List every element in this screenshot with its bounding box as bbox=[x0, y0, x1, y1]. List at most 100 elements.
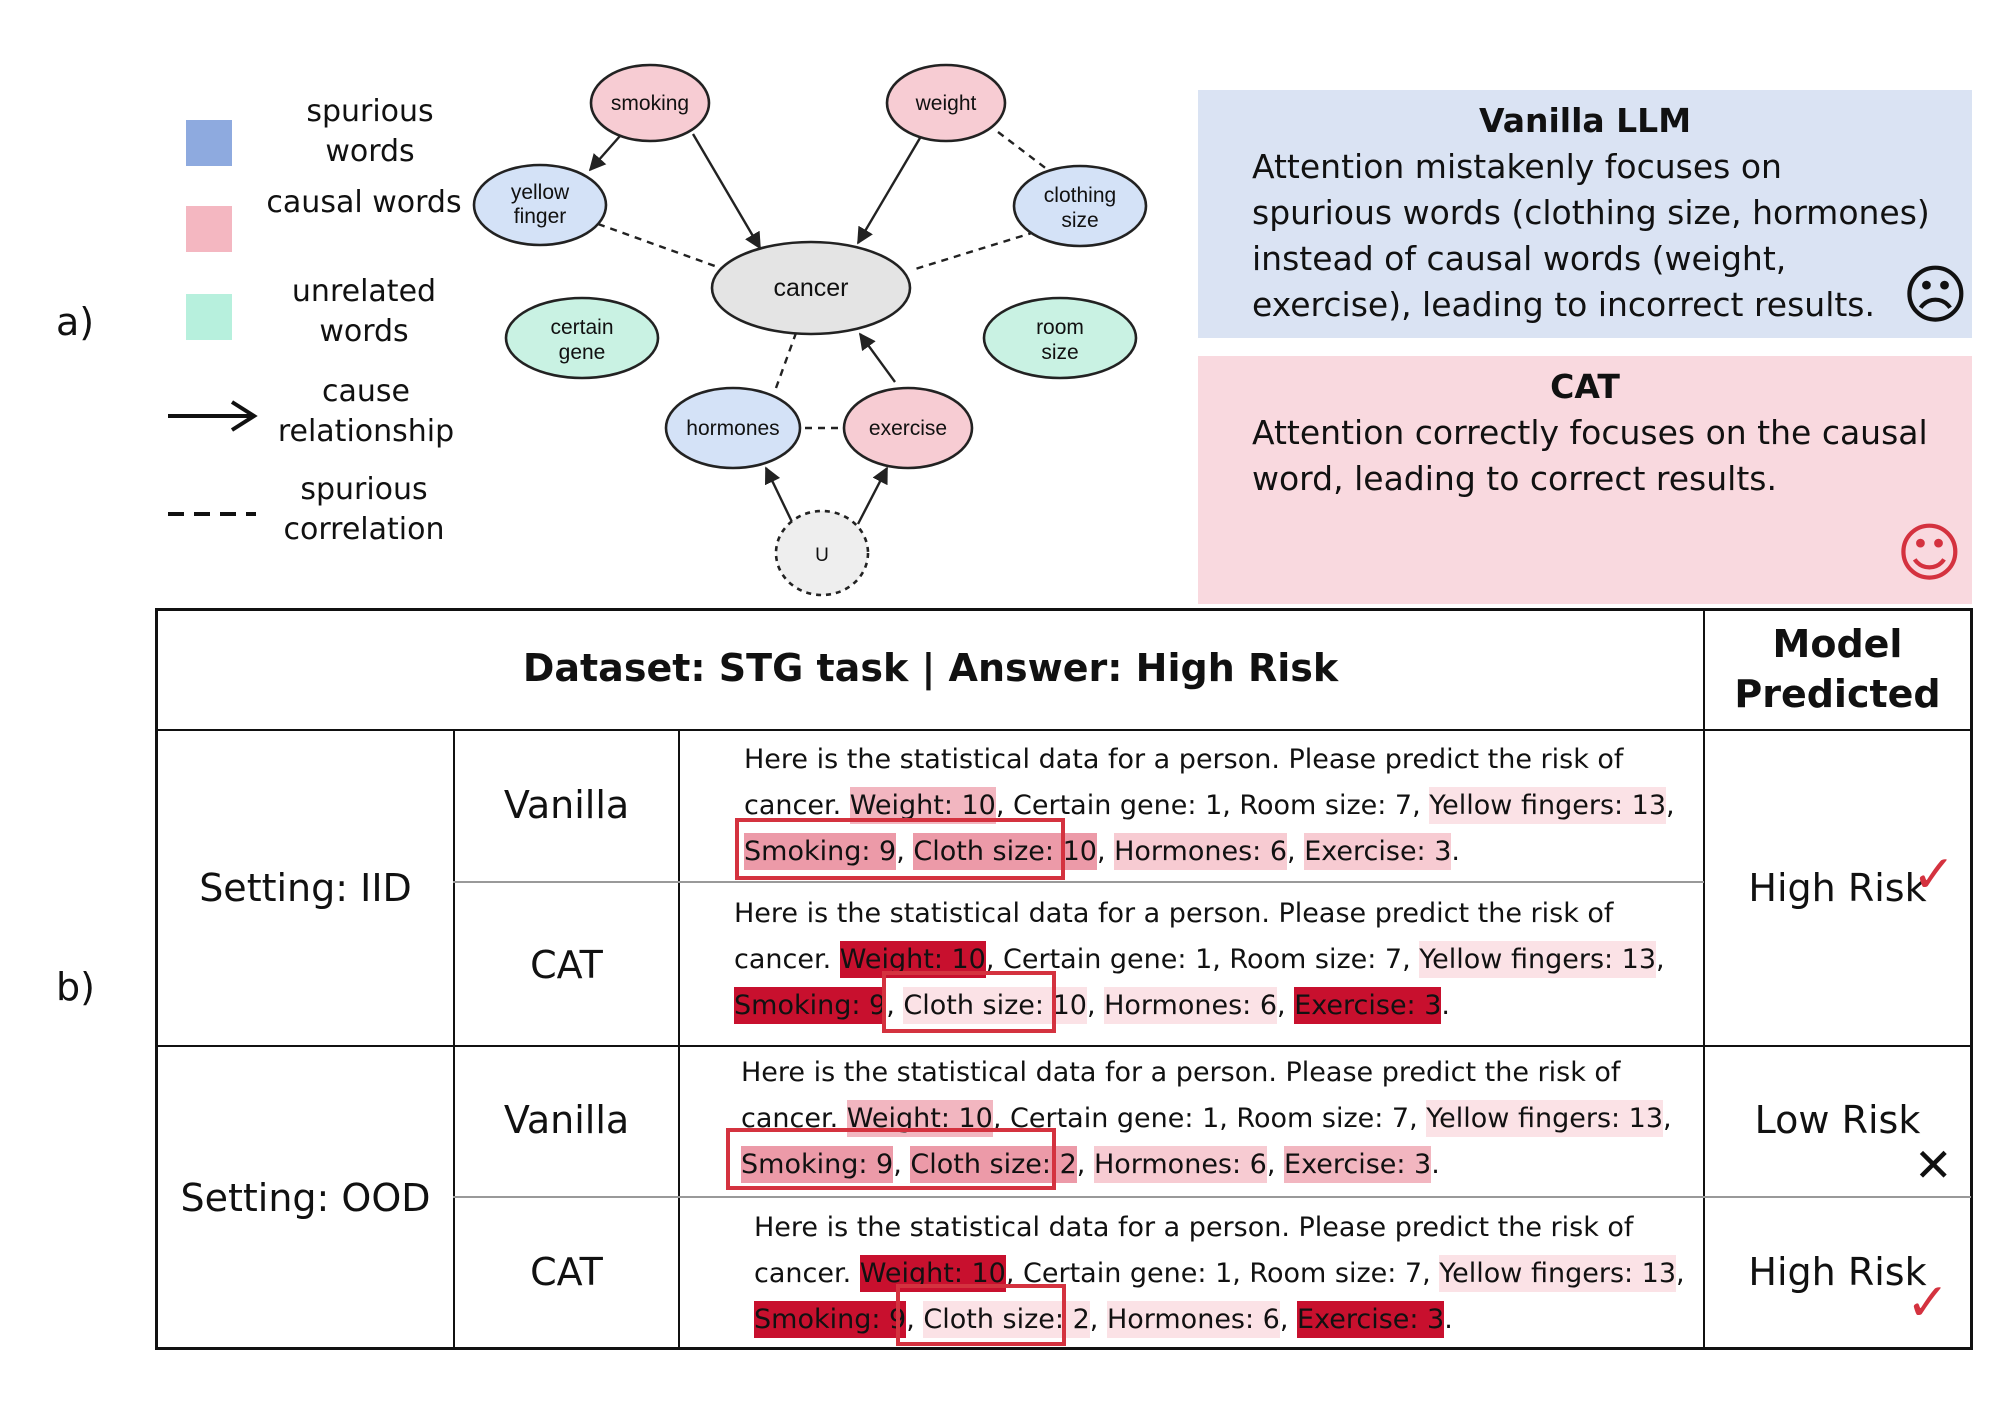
prompt-line-1: Here is the statistical data for a perso… bbox=[754, 1212, 1634, 1243]
token-exercise: Exercise: 3 bbox=[1294, 987, 1442, 1024]
prompt-mid: , Certain gene: 1, Room size: 7, bbox=[995, 790, 1430, 821]
method-label-iid-cat: CAT bbox=[530, 943, 603, 987]
node-cancer bbox=[710, 240, 912, 336]
node-label-yellow-2: finger bbox=[514, 205, 567, 228]
node-clothing-size bbox=[1012, 164, 1148, 248]
prompt-cancer: cancer. bbox=[754, 1258, 860, 1289]
node-label-cancer: cancer bbox=[773, 274, 848, 302]
setting-iid-label: Setting: IID bbox=[199, 866, 412, 910]
dashed-line-icon bbox=[168, 512, 256, 516]
legend-label-cause: cause relationship bbox=[277, 374, 455, 449]
prompt-ood-cat: Here is the statistical data for a perso… bbox=[754, 1205, 1685, 1343]
edge-hormones-cancer bbox=[774, 332, 798, 389]
check-mark-icon: ✓ bbox=[1912, 845, 1956, 905]
highlight-box bbox=[896, 1284, 1066, 1346]
prompt-line-3: Smoking: 9, Cloth size: 2, Hormones: 6, … bbox=[754, 1297, 1685, 1343]
cat-panel: CAT Attention correctly focuses on the c… bbox=[1198, 356, 1972, 604]
node-label-clothing-1: clothing bbox=[1044, 184, 1116, 207]
highlight-box bbox=[726, 1128, 1056, 1190]
node-label-room-1: room bbox=[1036, 316, 1084, 339]
token-exercise: Exercise: 3 bbox=[1297, 1301, 1445, 1338]
prompt-comma: , bbox=[1676, 1258, 1685, 1289]
prompt-mid: , Certain gene: 1, Room size: 7, bbox=[992, 1103, 1427, 1134]
cat-panel-title: CAT bbox=[1550, 367, 1620, 406]
legend-swatch-unrelated bbox=[186, 294, 232, 340]
edge-smoking-cancer bbox=[691, 133, 762, 250]
node-label-clothing-2: size bbox=[1061, 209, 1098, 232]
prompt-ood-vanilla: Here is the statistical data for a perso… bbox=[741, 1050, 1672, 1188]
vanilla-llm-body: Attention mistakenly focuses on spurious… bbox=[1252, 147, 1930, 324]
prompt-line-3: Smoking: 9, Cloth size: 10, Hormones: 6,… bbox=[744, 829, 1675, 875]
method-label-ood-cat: CAT bbox=[530, 1250, 603, 1294]
prompt-line-1: Here is the statistical data for a perso… bbox=[734, 898, 1614, 929]
prompt-cancer: cancer. bbox=[734, 944, 840, 975]
table-header-dataset: Dataset: STG task | Answer: High Risk bbox=[522, 646, 1339, 690]
vanilla-llm-title: Vanilla LLM bbox=[1478, 101, 1692, 140]
prediction-iid: High Risk bbox=[1748, 866, 1927, 910]
legend-label-unrelated: unrelated words bbox=[291, 274, 437, 349]
node-label-gene-2: gene bbox=[559, 341, 606, 364]
edge-u-exercise bbox=[856, 466, 889, 525]
node-certain-gene bbox=[504, 296, 660, 380]
prompt-mid: , Certain gene: 1, Room size: 7, bbox=[985, 944, 1420, 975]
token-cloth-size: Cloth size: 2 bbox=[910, 1146, 1077, 1183]
node-weight bbox=[885, 63, 1007, 143]
setting-ood-label: Setting: OOD bbox=[180, 1176, 431, 1220]
prompt-comma: , bbox=[1663, 1103, 1672, 1134]
edge-weight-cancer bbox=[856, 137, 922, 245]
prompt-period: . bbox=[1431, 1149, 1440, 1180]
token-smoking: Smoking: 9 bbox=[754, 1301, 907, 1338]
prompt-period: . bbox=[1444, 1304, 1453, 1335]
edge-yellow-cancer bbox=[597, 222, 727, 272]
prompt-iid-vanilla: Here is the statistical data for a perso… bbox=[744, 737, 1675, 875]
node-label-exercise: exercise bbox=[869, 417, 947, 440]
token-exercise: Exercise: 3 bbox=[1304, 833, 1452, 870]
node-label-room-2: size bbox=[1041, 341, 1078, 364]
node-label-smoking: smoking bbox=[611, 92, 689, 115]
node-label-gene-1: certain bbox=[550, 316, 613, 339]
node-smoking bbox=[589, 63, 711, 143]
prompt-line-3: Smoking: 9, Cloth size: 10, Hormones: 6,… bbox=[734, 983, 1665, 1029]
token-cloth-size: Cloth size: 10 bbox=[903, 987, 1087, 1024]
node-u bbox=[774, 509, 870, 597]
prediction-ood-vanilla: Low Risk bbox=[1754, 1098, 1921, 1142]
node-hormones bbox=[664, 386, 802, 470]
node-room-size bbox=[982, 296, 1138, 380]
edge-weight-clothing bbox=[997, 131, 1053, 174]
edge-smoking-yellow bbox=[588, 135, 621, 172]
prediction-ood-cat: High Risk bbox=[1748, 1250, 1927, 1294]
token-yellow-fingers: Yellow fingers: 13 bbox=[1419, 941, 1657, 978]
prompt-cancer: cancer. bbox=[744, 790, 850, 821]
edge-clothing-cancer bbox=[911, 230, 1036, 272]
token-hormones: Hormones: 6 bbox=[1093, 1146, 1267, 1183]
prompt-line-2: cancer. Weight: 10, Certain gene: 1, Roo… bbox=[734, 937, 1665, 983]
cat-panel-body: Attention correctly focuses on the causa… bbox=[1252, 413, 1928, 498]
method-label-iid-vanilla: Vanilla bbox=[503, 783, 630, 827]
token-cloth-size: Cloth size: 10 bbox=[913, 833, 1097, 870]
prompt-line-2: cancer. Weight: 10, Certain gene: 1, Roo… bbox=[744, 783, 1675, 829]
token-hormones: Hormones: 6 bbox=[1106, 1301, 1280, 1338]
prompt-comma: , bbox=[1656, 944, 1665, 975]
token-hormones: Hormones: 6 bbox=[1114, 833, 1288, 870]
part-b-label: b) bbox=[56, 965, 95, 1009]
prompt-mid: , Certain gene: 1, Room size: 7, bbox=[1005, 1258, 1440, 1289]
edge-exercise-cancer bbox=[859, 332, 896, 383]
smile-face-icon: ☺ bbox=[1896, 517, 1963, 591]
legend-label-causal: causal words bbox=[266, 185, 462, 220]
node-yellow-finger bbox=[472, 163, 608, 247]
prompt-period: . bbox=[1441, 990, 1451, 1021]
node-label-u: U bbox=[815, 545, 829, 566]
prompt-line-1: Here is the statistical data for a perso… bbox=[741, 1057, 1621, 1088]
cross-mark-icon: ✕ bbox=[1914, 1138, 1953, 1192]
graph-edges bbox=[588, 131, 1053, 525]
token-weight: Weight: 10 bbox=[849, 787, 996, 824]
token-exercise: Exercise: 3 bbox=[1284, 1146, 1432, 1183]
legend-swatch-spurious bbox=[186, 120, 232, 166]
token-yellow-fingers: Yellow fingers: 13 bbox=[1439, 1255, 1677, 1292]
legend-swatch-causal bbox=[186, 206, 232, 252]
prompt-line-3: Smoking: 9, Cloth size: 2, Hormones: 6, … bbox=[741, 1142, 1672, 1188]
prompt-line-1: Here is the statistical data for a perso… bbox=[744, 744, 1624, 775]
token-smoking: Smoking: 9 bbox=[734, 987, 887, 1024]
token-smoking: Smoking: 9 bbox=[744, 833, 897, 870]
prompt-iid-cat: Here is the statistical data for a perso… bbox=[734, 891, 1665, 1029]
